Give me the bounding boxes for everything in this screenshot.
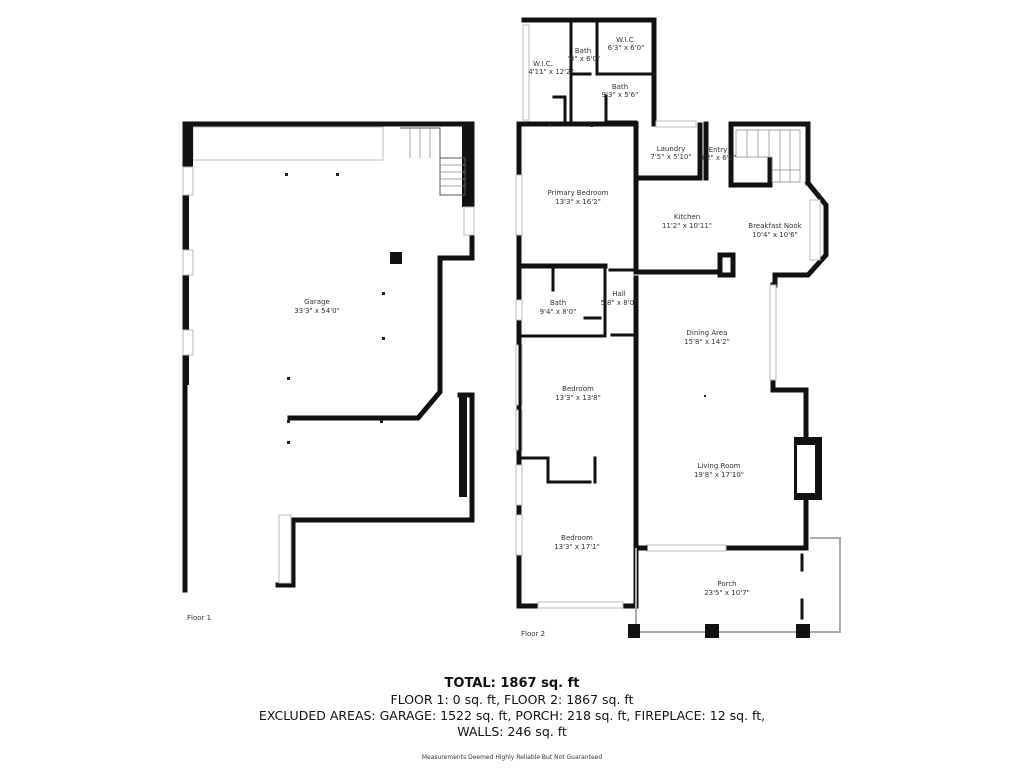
room-dims: 3'2" x 6'2" <box>700 154 737 162</box>
room-dims: 5'8" x 8'0" <box>601 299 638 307</box>
room-name: Living Room <box>698 462 741 470</box>
stairs-icon <box>735 129 801 183</box>
room-name: Primary Bedroom <box>548 189 609 197</box>
total-area: TOTAL: 1867 sq. ft <box>444 676 580 691</box>
room-dims: 4'11" x 12'2" <box>528 68 574 76</box>
garage-wall-right <box>275 392 475 588</box>
garage-door-opening <box>192 126 384 161</box>
garage-inner-wall <box>287 237 475 421</box>
room-dims: 13'3" x 17'1" <box>554 543 600 551</box>
room-name: Bath <box>612 83 628 91</box>
room-dims: 7'5" x 5'10" <box>650 153 691 161</box>
room-name: Bath <box>575 47 591 55</box>
room-name: Garage <box>304 298 330 306</box>
walls-area: WALLS: 246 sq. ft <box>457 724 567 739</box>
room-name: Entry <box>709 146 728 154</box>
floor-label: Floor 2 <box>521 630 545 638</box>
room-dims: 11'2" x 10'11" <box>662 222 712 230</box>
floor-areas: FLOOR 1: 0 sq. ft, FLOOR 2: 1867 sq. ft <box>390 692 634 707</box>
excluded-areas: EXCLUDED AREAS: GARAGE: 1522 sq. ft, POR… <box>258 708 766 723</box>
room-dims: 9'3" x 5'6" <box>602 91 639 99</box>
room-dims: 23'5" x 10'7" <box>704 589 750 597</box>
room-name: Bath <box>550 299 566 307</box>
room-name: Breakfast Nook <box>748 222 802 230</box>
porch-railing <box>635 537 841 633</box>
area-summary: TOTAL: 1867 sq. ft FLOOR 1: 0 sq. ft, FL… <box>0 676 1024 766</box>
room-name: Bedroom <box>562 385 594 393</box>
floor-1-plan: Garage 33'3" x 54'0" Floor 1 <box>182 121 475 622</box>
disclaimer: Measurements Deemed Highly Reliable But … <box>421 754 603 761</box>
room-name: Kitchen <box>674 213 700 221</box>
room-name: Hall <box>612 290 625 298</box>
floor-2-plan: W.I.C. 4'11" x 12'2" Bath '8" x 6'0" W.I… <box>515 17 841 638</box>
room-name: Bedroom <box>561 534 593 542</box>
room-dims: 33'3" x 54'0" <box>294 307 340 315</box>
room-dims: 19'8" x 17'10" <box>694 471 744 479</box>
room-dims: 15'8" x 14'2" <box>684 338 730 346</box>
room-name: W.I.C. <box>533 60 553 68</box>
room-name: Laundry <box>657 145 686 153</box>
stairs-icon <box>400 127 466 196</box>
room-dims: 9'4" x 8'0" <box>540 308 577 316</box>
room-dims: '8" x 6'0" <box>568 55 600 63</box>
room-name: W.I.C. <box>616 36 636 44</box>
room-name: Dining Area <box>687 329 728 337</box>
room-dims: 6'3" x 6'0" <box>608 44 645 52</box>
room-name: Porch <box>717 580 736 588</box>
room-dims: 10'4" x 10'6" <box>752 231 798 239</box>
floor-label: Floor 1 <box>187 614 211 622</box>
room-dims: 13'3" x 16'2" <box>555 198 601 206</box>
room-dims: 13'3" x 13'8" <box>555 394 601 402</box>
